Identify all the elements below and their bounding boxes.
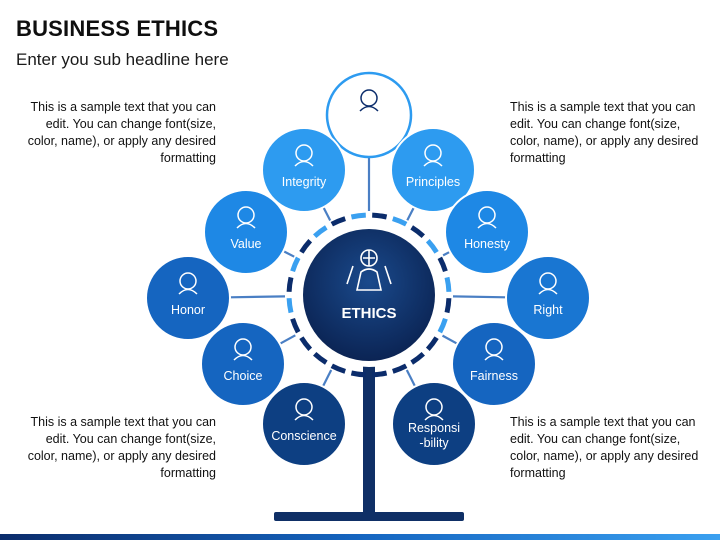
ring-segment xyxy=(444,298,452,314)
node-integrity[interactable]: Integrity xyxy=(261,127,347,213)
checklist-icon xyxy=(538,272,558,295)
node-circle xyxy=(325,71,413,159)
note-bottom-left: This is a sample text that you can edit.… xyxy=(27,415,216,480)
ring-segment xyxy=(313,351,328,365)
node-honesty[interactable]: Honesty xyxy=(444,189,530,275)
knight-icon xyxy=(346,249,392,291)
team-icon xyxy=(424,398,444,421)
node-label: Integrity xyxy=(282,175,327,189)
ring-segment xyxy=(330,363,346,374)
node-label: Honor xyxy=(171,303,205,317)
ring-segment xyxy=(313,225,328,239)
stand-pole xyxy=(363,350,375,518)
node-label: -bility xyxy=(419,436,449,450)
node-principles[interactable]: Principles xyxy=(390,127,476,213)
connector-line xyxy=(442,250,451,257)
outer-ring xyxy=(286,212,452,378)
connectors xyxy=(229,157,507,387)
node-label: Fairness xyxy=(470,369,518,383)
stand xyxy=(274,350,464,521)
node-label: Value xyxy=(230,237,261,251)
footer-bar xyxy=(0,534,720,540)
scales-icon xyxy=(484,338,504,361)
ring-segment xyxy=(299,336,313,351)
medal-icon xyxy=(178,272,198,295)
ring-segment xyxy=(372,370,388,378)
connector-line xyxy=(229,295,286,299)
node-circle xyxy=(444,189,530,275)
ring-segment xyxy=(410,225,425,239)
node-circle xyxy=(390,127,476,213)
ring-segment xyxy=(350,212,366,220)
node-label: Honesty xyxy=(464,237,511,251)
ring-segment xyxy=(410,351,425,365)
ring-segment xyxy=(330,216,346,227)
center-circle xyxy=(303,229,435,361)
node-conscience[interactable]: Conscience xyxy=(261,381,347,467)
ring-segment xyxy=(437,256,448,272)
node-label: Choice xyxy=(224,369,263,383)
center-label: ETHICS xyxy=(341,305,396,322)
connector-line xyxy=(282,250,295,258)
page-subtitle: Enter you sub headline here xyxy=(16,50,229,69)
ring-segment xyxy=(444,276,452,292)
ring-segment xyxy=(299,239,313,254)
node-label: Responsi xyxy=(408,421,460,435)
node-responsibility[interactable]: Responsi-bility xyxy=(391,381,477,467)
note-bottom-right: This is a sample text that you can edit.… xyxy=(510,415,699,480)
directions-icon xyxy=(233,338,253,361)
ring-segment xyxy=(372,212,388,220)
node-label: Principles xyxy=(406,175,460,189)
group-people-icon xyxy=(359,89,379,112)
ring-segment xyxy=(425,336,439,351)
connector-line xyxy=(322,206,332,222)
node-choice[interactable]: Choice xyxy=(200,321,286,407)
handshake-icon xyxy=(477,206,497,229)
ring-segment xyxy=(392,216,408,227)
ring-segment xyxy=(425,239,439,254)
note-top-right: This is a sample text that you can edit.… xyxy=(510,100,699,165)
page-title: BUSINESS ETHICS xyxy=(16,16,219,41)
ring-segment xyxy=(437,318,448,334)
node-moral[interactable]: Moral xyxy=(325,71,413,159)
nodes: MoralPrinciplesHonestyRightFairnessRespo… xyxy=(145,71,591,467)
connector-line xyxy=(405,369,417,387)
certificate-icon xyxy=(423,144,443,167)
ring-segment xyxy=(350,370,366,378)
heart-hands-icon xyxy=(294,398,314,421)
node-circle xyxy=(505,255,591,341)
note-top-left: This is a sample text that you can edit.… xyxy=(27,100,216,165)
connector-line xyxy=(406,206,415,221)
node-value[interactable]: Value xyxy=(203,189,289,275)
center-hub[interactable]: ETHICS xyxy=(297,223,441,367)
node-circle xyxy=(451,321,537,407)
ring-segment xyxy=(286,276,294,292)
ring-segment xyxy=(392,363,408,374)
node-circle xyxy=(145,255,231,341)
node-honor[interactable]: Honor xyxy=(145,255,231,341)
stand-base xyxy=(274,512,464,521)
node-label: Conscience xyxy=(271,429,336,443)
connector-line xyxy=(279,334,296,345)
cube-hand-icon xyxy=(294,144,314,167)
connector-line xyxy=(441,334,458,345)
node-circle xyxy=(261,381,347,467)
node-label: Right xyxy=(533,303,563,317)
node-right[interactable]: Right xyxy=(505,255,591,341)
node-fairness[interactable]: Fairness xyxy=(451,321,537,407)
connector-line xyxy=(321,369,333,387)
node-circle xyxy=(391,381,477,467)
node-circle xyxy=(261,127,347,213)
ring-segment xyxy=(290,318,301,334)
node-circle xyxy=(203,189,289,275)
connector-line xyxy=(452,295,507,299)
ring-segment xyxy=(290,256,301,272)
people-hand-icon xyxy=(236,206,256,229)
node-circle xyxy=(200,321,286,407)
node-label: Moral xyxy=(353,120,384,134)
ring-segment xyxy=(286,298,294,314)
